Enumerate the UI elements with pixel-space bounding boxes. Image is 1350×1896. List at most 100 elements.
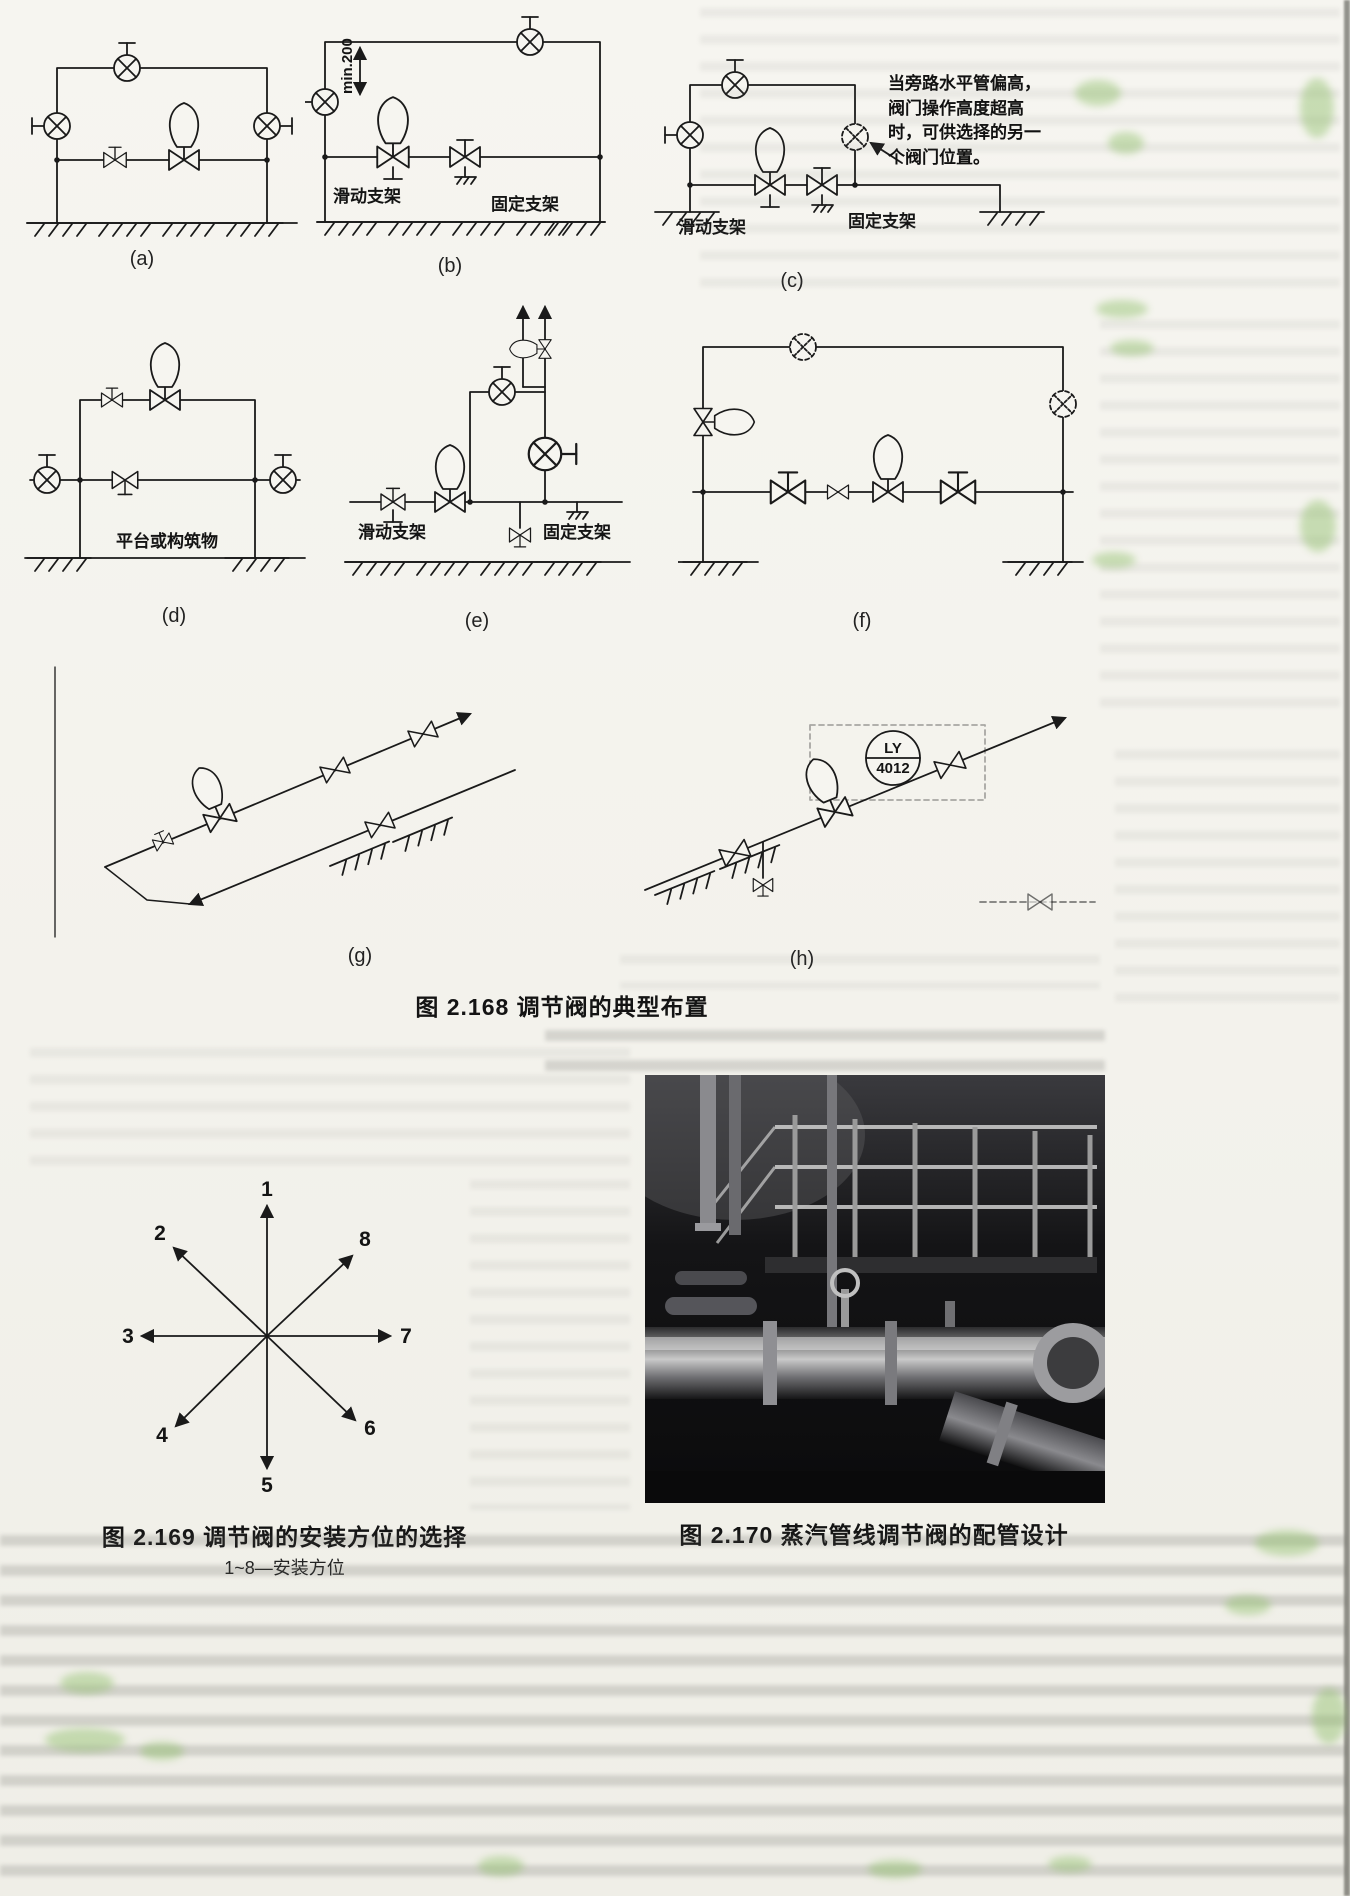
drain-valve-icon — [510, 528, 531, 547]
figure-169-legend: 1~8—安装方位 — [224, 1558, 345, 1578]
installation-direction-compass: 1 2 3 4 5 6 7 8 — [122, 1178, 412, 1497]
highlight-bleed-mark — [868, 1860, 922, 1878]
diagram-label-d: (d) — [161, 605, 187, 627]
gate-valve-icon — [941, 472, 976, 503]
sliding-support-icon — [760, 194, 780, 208]
figure-168-caption: 图 2.168 调节阀的典型布置 — [415, 994, 709, 1020]
instrument-tag-bottom: 4012 — [876, 760, 909, 777]
bleedthrough-text-shadow — [1100, 320, 1340, 720]
diagram-e-schematic: 滑动支架 固定支架 — [344, 304, 631, 576]
fixed-support-icon — [454, 166, 477, 185]
fixed-support-label: 固定支架 — [848, 211, 916, 231]
fixed-support-icon — [811, 194, 834, 213]
bleedthrough-text-shadow — [470, 1180, 630, 1510]
globe-valve-icon — [527, 436, 578, 472]
highlight-bleed-mark — [60, 1672, 114, 1694]
direction-7: 7 — [400, 1325, 412, 1348]
gate-valve-icon — [826, 484, 850, 500]
globe-valve-icon — [664, 121, 704, 149]
highlight-bleed-mark — [478, 1856, 524, 1876]
gate-valve-icon — [364, 811, 396, 839]
bleedthrough-text-shadow — [30, 1048, 630, 1178]
page-edge-shadow — [1344, 0, 1350, 1896]
direction-3: 3 — [122, 1325, 134, 1348]
gate-valve-icon — [104, 147, 127, 167]
diagram-h-isometric: LY 4012 — [644, 715, 1096, 911]
diagram-a-schematic — [26, 42, 298, 237]
control-valve-icon — [755, 128, 785, 195]
control-valve-icon — [169, 103, 199, 170]
sliding-support-label: 滑动支架 — [358, 522, 426, 542]
control-valve-icon — [150, 343, 180, 410]
alternate-valve-position-note: 当旁路水平管偏高，阀门操作高度超高时，可供选择的另一个阀门位置。 — [888, 74, 1041, 167]
sliding-support-label: 滑动支架 — [333, 186, 401, 206]
diagram-label-g: (g) — [347, 945, 373, 967]
gate-valve-icon — [407, 720, 439, 748]
control-valve-icon — [186, 763, 237, 833]
instrument-tag-top: LY — [884, 740, 902, 757]
highlight-bleed-mark — [1255, 1530, 1319, 1556]
diagram-label-c: (c) — [780, 270, 804, 292]
diagram-f-schematic — [678, 333, 1084, 576]
diagram-g-isometric — [54, 666, 516, 938]
steam-pipeline-photo — [645, 1075, 1105, 1503]
gate-valve-icon — [319, 756, 351, 784]
drain-valve-icon — [753, 879, 773, 897]
fixed-support-label: 固定支架 — [543, 522, 611, 542]
control-valve-icon — [694, 409, 754, 436]
sliding-support-icon — [383, 509, 403, 523]
globe-valve-icon — [721, 59, 749, 99]
globe-valve-icon — [516, 16, 544, 56]
diagram-b-schematic: min.200 滑动支架 固定支架 — [305, 16, 606, 236]
gate-valve-icon — [807, 168, 837, 195]
highlight-bleed-mark — [1300, 500, 1336, 552]
vertical-pipe — [700, 1075, 716, 1225]
gate-valve-icon — [381, 488, 405, 510]
bleedthrough-text-shadow — [0, 1535, 1345, 1885]
control-valve-icon — [435, 445, 465, 512]
handwheel — [830, 1268, 860, 1298]
globe-valve-icon — [269, 454, 297, 494]
highlight-bleed-mark — [1300, 78, 1334, 138]
globe-valve-icon — [31, 112, 71, 140]
direction-6: 6 — [364, 1417, 376, 1440]
direction-8: 8 — [359, 1228, 371, 1251]
highlight-bleed-mark — [1225, 1595, 1271, 1615]
gate-valve-icon — [151, 829, 174, 851]
diagram-c-schematic: 滑动支架 固定支架 — [654, 59, 1045, 237]
direction-1: 1 — [261, 1178, 273, 1201]
diagram-label-e: (e) — [464, 610, 490, 632]
small-control-valve-icon — [510, 340, 552, 359]
drain-valve-icon — [112, 472, 138, 495]
control-valve-icon — [873, 435, 903, 502]
figure-170-caption: 图 2.170 蒸汽管线调节阀的配管设计 — [679, 1522, 1069, 1548]
sliding-support-icon — [383, 166, 403, 180]
globe-valve-icon — [113, 42, 141, 82]
fixed-support-label: 固定支架 — [491, 194, 559, 214]
highlight-bleed-mark — [1048, 1856, 1092, 1872]
fixed-support-icon — [566, 501, 589, 520]
highlight-bleed-mark — [1312, 1688, 1346, 1744]
diagram-label-b: (b) — [437, 255, 463, 277]
globe-valve-icon — [305, 88, 339, 116]
platform-label: 平台或构筑物 — [116, 531, 218, 551]
highlight-bleed-mark — [45, 1728, 125, 1752]
highlight-bleed-mark — [140, 1742, 184, 1760]
alternate-valve-position-icon — [789, 333, 817, 361]
direction-4: 4 — [156, 1424, 168, 1447]
globe-valve-icon — [253, 112, 293, 140]
direction-2: 2 — [154, 1222, 166, 1245]
figure-169-caption: 图 2.169 调节阀的安装方位的选择 — [101, 1524, 468, 1550]
highlight-bleed-mark — [1108, 132, 1144, 154]
control-valve-icon — [799, 754, 852, 827]
gate-valve-icon — [771, 472, 806, 503]
dimension-label: min.200 — [339, 38, 356, 94]
sliding-support-label: 滑动支架 — [678, 217, 746, 237]
diagram-label-a: (a) — [129, 248, 155, 270]
gate-valve-icon — [102, 388, 123, 407]
gate-valve-icon — [450, 140, 480, 167]
diagram-d-schematic: 平台或构筑物 — [24, 295, 306, 572]
globe-valve-icon — [33, 454, 61, 494]
gate-valve-icon — [933, 750, 967, 780]
